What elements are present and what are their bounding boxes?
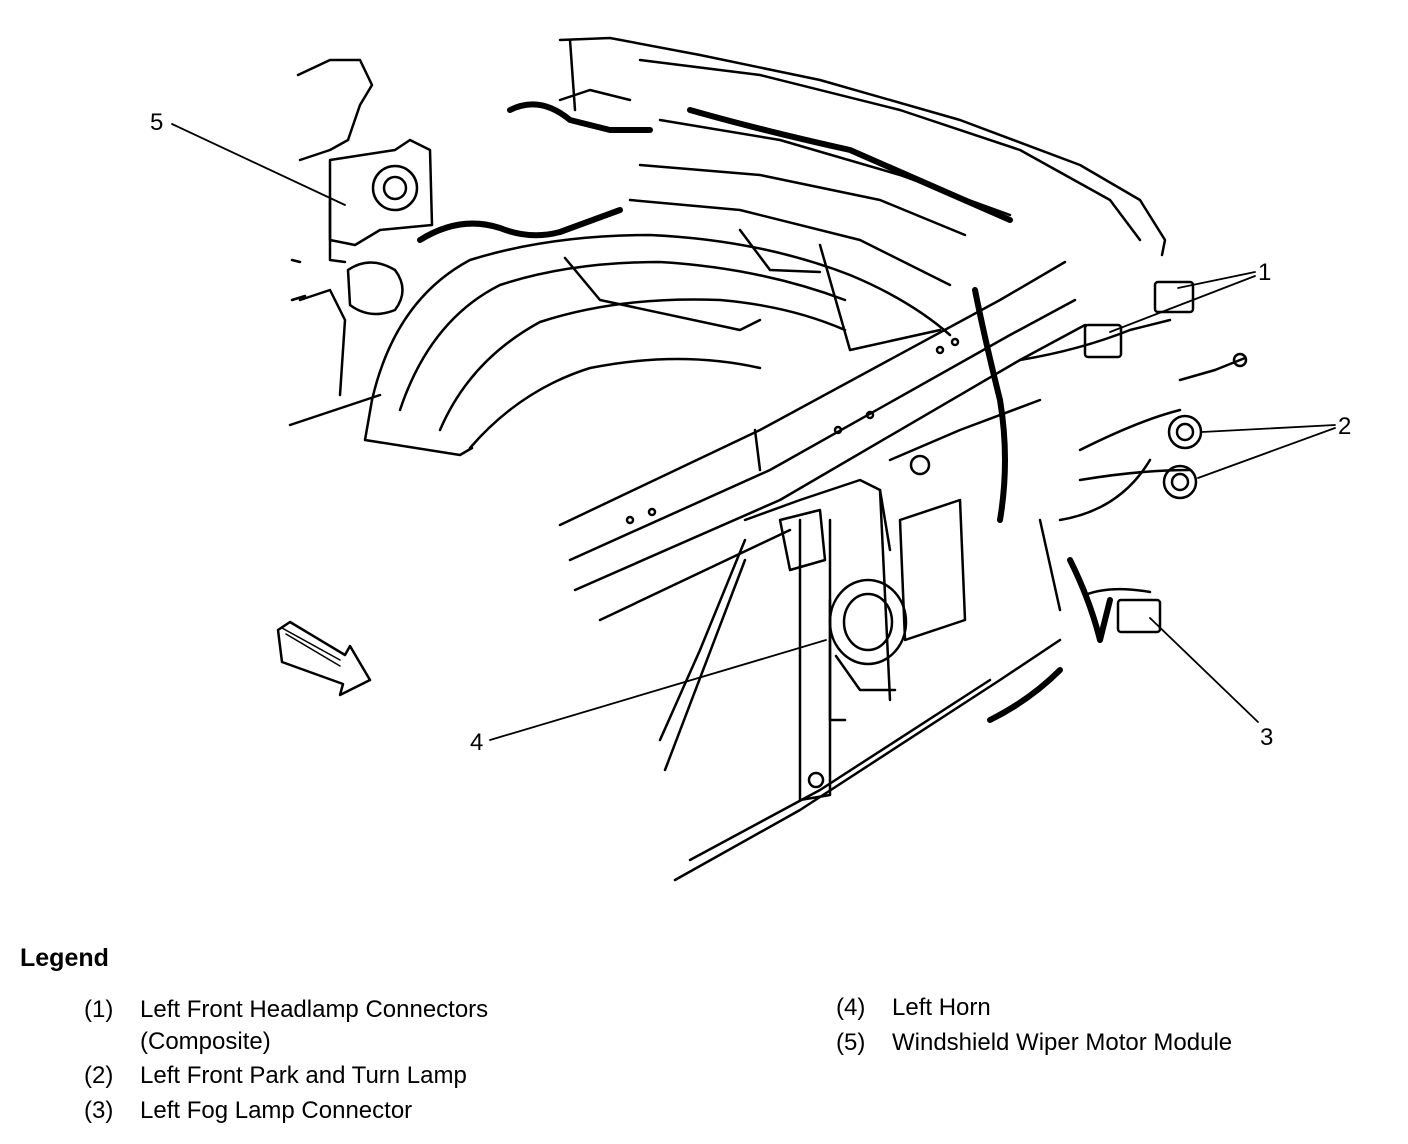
callout-3: 3 bbox=[1260, 724, 1273, 751]
headlamp-connectors bbox=[1083, 280, 1195, 359]
fender-outline bbox=[296, 36, 1167, 287]
callout-1: 1 bbox=[1258, 259, 1271, 286]
legend-title: Legend bbox=[20, 944, 109, 972]
legend-number: (5) bbox=[836, 1029, 866, 1056]
engine-compartment-wiring-diagram: 5 1 2 3 4 bbox=[150, 36, 1351, 882]
legend-text: Windshield Wiper Motor Module bbox=[892, 1029, 1233, 1056]
lower-frame bbox=[658, 398, 1062, 882]
callout-5: 5 bbox=[150, 109, 163, 136]
legend-item-1: (1) Left Front Headlamp Connectors (Comp… bbox=[84, 994, 580, 1058]
legend-text: Left Fog Lamp Connector bbox=[140, 1097, 413, 1124]
callout-2: 2 bbox=[1338, 413, 1351, 440]
legend-item-3: (3) Left Fog Lamp Connector bbox=[84, 1095, 610, 1127]
legend-item-2: (2) Left Front Park and Turn Lamp bbox=[84, 1060, 610, 1092]
legend-number: (2) bbox=[84, 1062, 114, 1089]
wiring-harness-thin bbox=[1018, 318, 1217, 522]
legend-text: Left Front Headlamp Connectors (Composit… bbox=[140, 996, 489, 1055]
legend-item-5: (5) Windshield Wiper Motor Module bbox=[836, 1027, 1362, 1059]
wheel-well bbox=[363, 228, 952, 457]
legend-text: Left Front Park and Turn Lamp bbox=[140, 1062, 467, 1089]
fog-lamp-connector bbox=[1083, 587, 1162, 634]
callout-4: 4 bbox=[470, 729, 483, 756]
radiator-support bbox=[558, 260, 1087, 622]
legend-number: (4) bbox=[836, 994, 866, 1021]
wiring-harness bbox=[417, 101, 1113, 723]
inner-fender bbox=[288, 198, 404, 427]
horn bbox=[778, 508, 908, 722]
legend-number: (3) bbox=[84, 1097, 114, 1124]
legend-text: Left Horn bbox=[892, 994, 991, 1021]
legend-number: (1) bbox=[84, 996, 114, 1023]
legend-item-4: (4) Left Horn bbox=[836, 992, 1362, 1024]
leader-lines bbox=[171, 123, 1336, 741]
park-turn-lamp-sockets bbox=[1162, 352, 1248, 500]
wiper-motor-module bbox=[328, 138, 434, 247]
front-direction-arrow-icon bbox=[276, 620, 372, 697]
